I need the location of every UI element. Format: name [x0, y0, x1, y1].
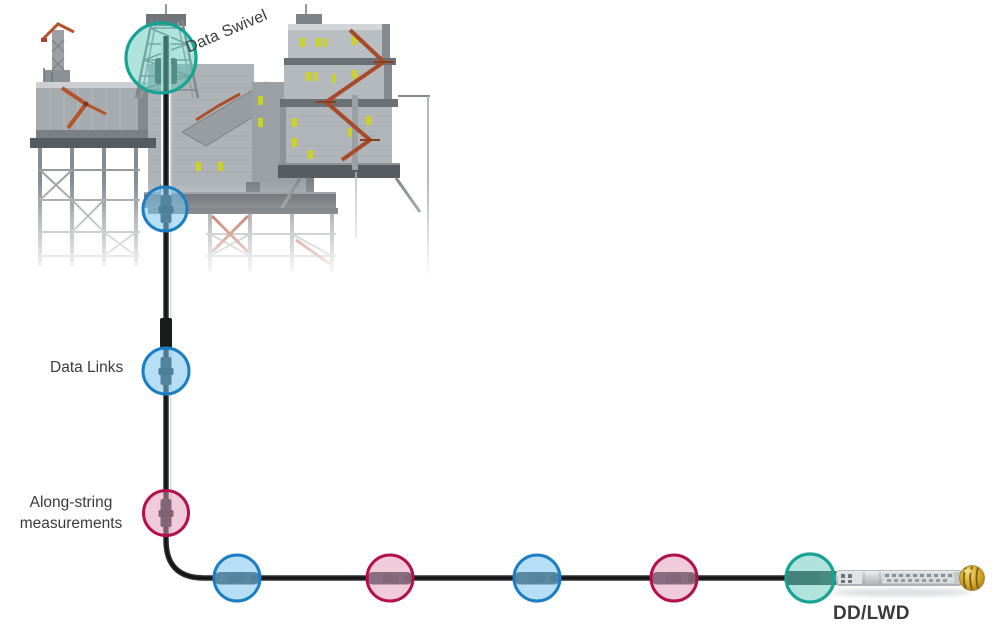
node-data-link-upper — [141, 185, 189, 233]
measurement-nodes — [124, 21, 836, 604]
node-data-swivel — [124, 21, 198, 95]
rig-crane-tower — [40, 22, 75, 88]
pipe-coupling — [160, 318, 172, 348]
node-dd-lwd — [784, 552, 836, 604]
label-dd-lwd: DD/LWD — [833, 603, 910, 624]
label-along-string-line1: Along-string — [29, 494, 113, 511]
rig-accommodation-module — [278, 4, 430, 282]
label-data-links: Data Links — [50, 359, 124, 376]
rig-left-module — [36, 68, 148, 138]
drill-bit-icon — [959, 565, 985, 591]
rig-right-jacket-legs — [206, 214, 336, 272]
rig-knuckle-crane — [60, 86, 107, 130]
label-along-string-line2: measurements — [19, 515, 123, 532]
node-data-link-h2 — [512, 553, 562, 603]
node-along-string-h2 — [649, 553, 699, 603]
node-data-link-mid — [141, 346, 191, 396]
node-along-string-vert — [142, 489, 190, 537]
label-along-string-measurements: Along-string measurements — [8, 492, 134, 534]
node-data-link-h1 — [212, 553, 262, 603]
rig-left-jacket-legs — [30, 138, 156, 266]
drill-string-pipe — [160, 36, 798, 581]
rig-illustration — [30, 4, 430, 282]
node-along-string-h1 — [365, 553, 415, 603]
bha-shadow — [832, 588, 972, 597]
